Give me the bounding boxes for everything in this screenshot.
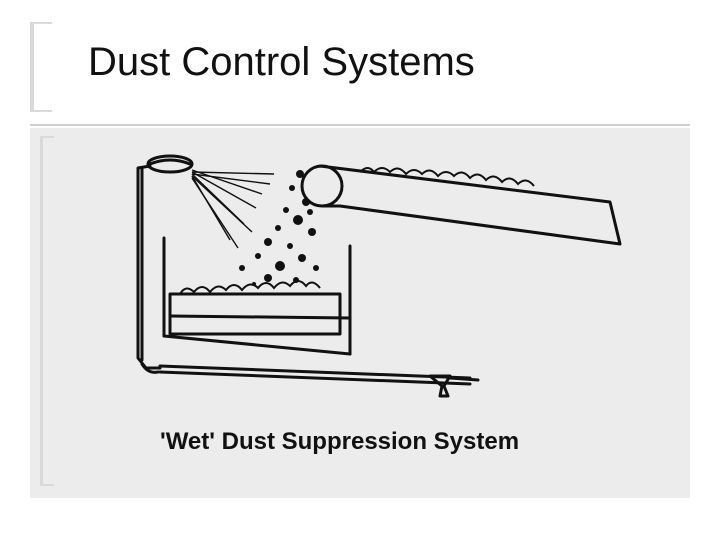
figure-caption: 'Wet' Dust Suppression System <box>160 428 520 455</box>
conveyed-material <box>179 167 535 295</box>
title-bracket-decoration <box>30 22 52 112</box>
title-divider <box>30 124 690 126</box>
figure-bracket-decoration <box>40 136 54 486</box>
figure-panel <box>30 128 690 498</box>
wet-dust-suppression-diagram <box>136 154 622 398</box>
inlet-valve <box>428 374 480 398</box>
water-spray <box>191 169 275 249</box>
falling-material <box>239 170 319 286</box>
spray-nozzle <box>146 154 194 174</box>
collection-bin <box>162 236 352 356</box>
water-supply-pipe <box>136 158 472 386</box>
lower-conveyor <box>168 292 352 336</box>
inclined-conveyor <box>318 164 622 246</box>
slide-title: Dust Control Systems <box>88 40 475 84</box>
